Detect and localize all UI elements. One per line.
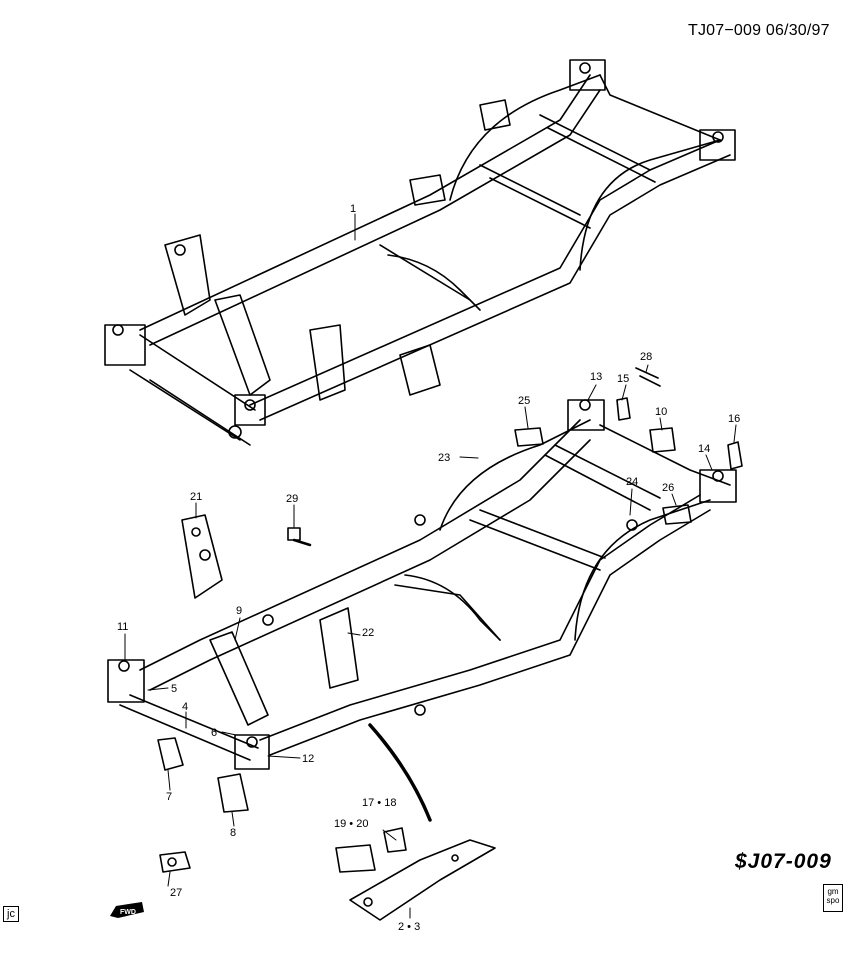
part-1920 [335, 844, 376, 873]
callout-5: 5 [171, 683, 177, 695]
callout-16: 16 [728, 413, 740, 425]
callout-22: 22 [362, 627, 374, 639]
diagram-reference-code: TJ07−009 06/30/97 [688, 22, 830, 39]
part-10-bracket [649, 427, 676, 453]
gm-spo-logo: gm spo [823, 884, 843, 912]
assembled-frame [104, 59, 736, 446]
bracket-11 [107, 659, 145, 703]
callout-26: 26 [662, 482, 674, 494]
callout-10: 10 [655, 406, 667, 418]
part-8 [217, 773, 249, 813]
callout-21: 21 [190, 491, 202, 503]
part-7 [157, 737, 184, 771]
callout-15: 15 [617, 373, 629, 385]
callout-29: 29 [286, 493, 298, 505]
corner-tag: jc [3, 906, 19, 922]
callout-8: 8 [230, 827, 236, 839]
callout-1: 1 [350, 203, 356, 215]
callout-13: 13 [590, 371, 602, 383]
callout-4: 4 [182, 701, 188, 713]
callout-19-20: 19 • 20 [334, 818, 368, 830]
part-26-bracket [662, 504, 692, 525]
catalog-code: $J07-009 [735, 850, 832, 873]
callout-24: 24 [626, 476, 638, 488]
part-1718 [383, 827, 407, 853]
part-28-clip [635, 367, 661, 387]
callout-17-18: 17 • 18 [362, 797, 396, 809]
callout-28: 28 [640, 351, 652, 363]
logo-line-1: gm [827, 887, 839, 896]
callout-11: 11 [117, 621, 128, 633]
part-16-clip [727, 441, 743, 470]
fwd-arrow-icon: FWD [108, 900, 146, 920]
part-25-bracket [514, 427, 544, 447]
exploded-frame [107, 399, 737, 822]
bracket-12 [234, 734, 270, 770]
callout-23: 23 [438, 452, 450, 464]
part-23-skid [349, 839, 496, 921]
callout-25: 25 [518, 395, 530, 407]
fwd-label: FWD [120, 909, 136, 916]
leader-lines [124, 213, 737, 919]
callout-27: 27 [170, 887, 182, 899]
callout-7: 7 [166, 791, 172, 803]
callout-14: 14 [698, 443, 710, 455]
part-15-clip [616, 397, 631, 421]
bracket-14 [699, 469, 737, 503]
callout-12: 12 [302, 753, 314, 765]
part-21 [181, 514, 223, 599]
part-29-bolt [287, 527, 312, 547]
callout-9: 9 [236, 605, 242, 617]
logo-line-2: spo [826, 896, 840, 905]
callout-2-3: 2 • 3 [398, 921, 420, 933]
callout-6: 6 [211, 727, 217, 739]
part-27 [159, 851, 191, 873]
